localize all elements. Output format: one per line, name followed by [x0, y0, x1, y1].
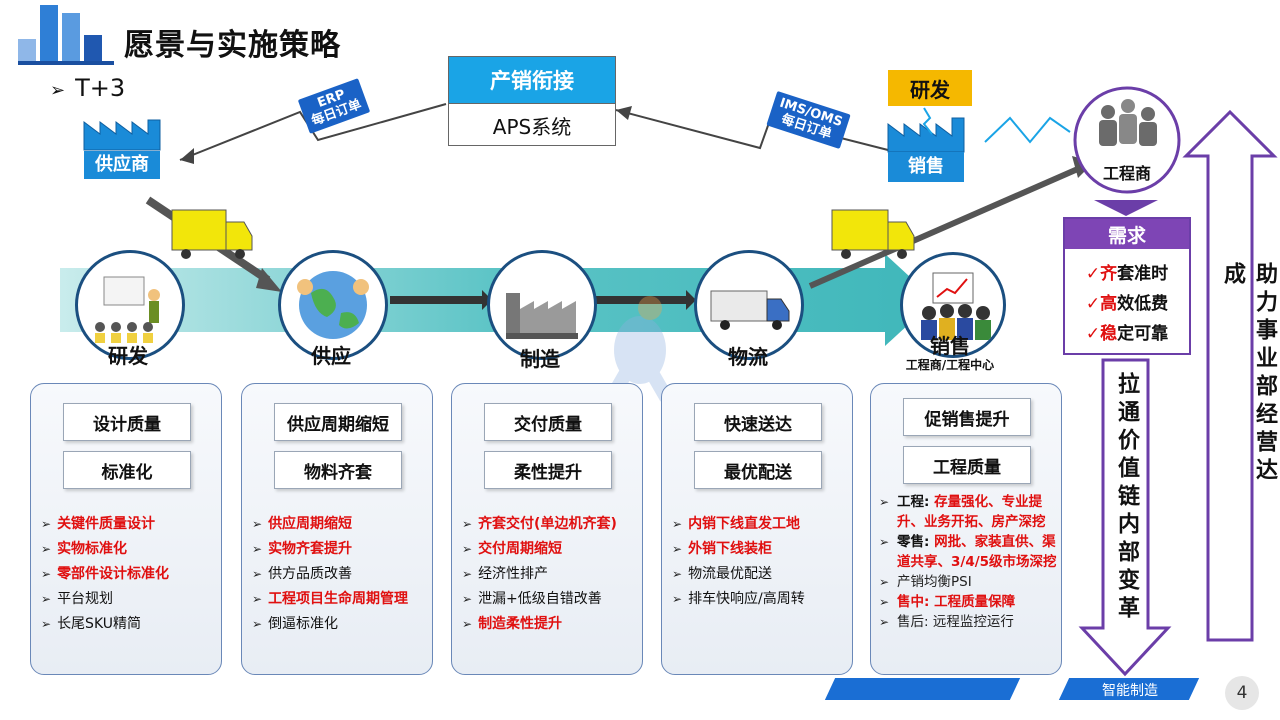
need-title: 需求	[1065, 219, 1189, 249]
aps-box-body: APS系统	[492, 114, 572, 139]
card-pill: 柔性提升	[484, 451, 612, 489]
aps-box-title: 产销衔接	[449, 57, 615, 104]
card-sales: 促销售提升 工程质量 工程: 存量强化、专业提升、业务开拓、房产深挖 零售: 网…	[870, 383, 1062, 675]
card-logistics: 快速送达 最优配送 内销下线直发工地 外销下线装柜 物流最优配送 排车快响应/高…	[661, 383, 853, 675]
engineer-people-icon	[1099, 99, 1157, 146]
card-list: 齐套交付(单边机齐套) 交付周期缩短 经济性排产 泄漏+低级自错改善 制造柔性提…	[462, 512, 638, 637]
need-pointer	[1094, 200, 1158, 216]
card-pill: 最优配送	[694, 451, 822, 489]
supplier-label: 供应商	[84, 151, 160, 179]
list-item: 齐套交付(单边机齐套)	[462, 512, 638, 537]
list-item: 排车快响应/高周转	[672, 587, 848, 612]
sales-factory-label: 销售	[888, 152, 964, 182]
list-item: 实物齐套提升	[252, 537, 428, 562]
list-item: 外销下线装柜	[672, 537, 848, 562]
subtitle: ➢T+3	[50, 74, 126, 102]
need-item: ✓高效低费	[1085, 294, 1169, 314]
list-item: 实物标准化	[41, 537, 217, 562]
list-item: 供方品质改善	[252, 562, 428, 587]
card-list: 关键件质量设计 实物标准化 零部件设计标准化 平台规划 长尾SKU精简	[41, 512, 217, 637]
card-pill: 交付质量	[484, 403, 612, 441]
need-item: ✓稳定可靠	[1085, 324, 1169, 344]
list-item: 产销均衡PSI	[877, 572, 1059, 592]
stage-rnd-icon	[75, 250, 185, 360]
list-item: 泄漏+低级自错改善	[462, 587, 638, 612]
card-rnd: 设计质量 标准化 关键件质量设计 实物标准化 零部件设计标准化 平台规划 长尾S…	[30, 383, 222, 675]
page-number: 4	[1225, 676, 1259, 710]
card-supply: 供应周期缩短 物料齐套 供应周期缩短 实物齐套提升 供方品质改善 工程项目生命周…	[241, 383, 433, 675]
card-pill: 设计质量	[63, 403, 191, 441]
list-item: 经济性排产	[462, 562, 638, 587]
need-item: ✓齐套准时	[1085, 264, 1169, 284]
stage-label-sales: 销售	[930, 334, 970, 358]
need-box: 需求 ✓齐套准时 ✓高效低费 ✓稳定可靠	[1063, 217, 1191, 355]
card-pill: 促销售提升	[903, 398, 1031, 436]
page-title: 愿景与实施策略	[124, 28, 341, 63]
list-item: 工程项目生命周期管理	[252, 587, 428, 612]
stage-label-logistics: 物流	[728, 345, 768, 369]
card-list: 内销下线直发工地 外销下线装柜 物流最优配送 排车快响应/高周转	[672, 512, 848, 612]
aps-box: 产销衔接 APS系统	[448, 56, 616, 146]
list-item: 长尾SKU精简	[41, 612, 217, 637]
stage-sales-icon	[900, 252, 1006, 358]
factory-icon	[887, 107, 965, 153]
check-icon: ✓	[1085, 324, 1101, 344]
list-item: 售中: 工程质量保障	[877, 592, 1059, 612]
list-item: 售后: 远程监控运行	[877, 612, 1059, 632]
card-manufacturing: 交付质量 柔性提升 齐套交付(单边机齐套) 交付周期缩短 经济性排产 泄漏+低级…	[451, 383, 643, 675]
truck-icon	[171, 209, 253, 259]
list-item: 内销下线直发工地	[672, 512, 848, 537]
check-icon: ✓	[1085, 294, 1101, 314]
down-arrow-shape	[1078, 358, 1172, 677]
stage-logistics-icon	[694, 250, 804, 360]
list-item: 物流最优配送	[672, 562, 848, 587]
engineer-wave	[984, 116, 1071, 144]
card-pill: 标准化	[63, 451, 191, 489]
stage-label-supply: 供应	[311, 344, 351, 368]
card-pill: 物料齐套	[274, 451, 402, 489]
card-list: 工程: 存量强化、专业提升、业务开拓、房产深挖 零售: 网批、家装直供、渠道共享…	[877, 492, 1059, 632]
list-item: 平台规划	[41, 587, 217, 612]
logo	[18, 5, 114, 65]
list-item: 零部件设计标准化	[41, 562, 217, 587]
list-item: 交付周期缩短	[462, 537, 638, 562]
bullet-icon: ➢	[50, 80, 66, 101]
stage-label-rnd: 研发	[108, 344, 148, 368]
engineer-label: 工程商	[1102, 164, 1151, 183]
list-item: 供应周期缩短	[252, 512, 428, 537]
footer-label: 智能制造	[1102, 683, 1158, 699]
rnd-label: 研发	[888, 70, 972, 106]
stage-sublabel-sales: 工程商/工程中心	[905, 358, 995, 372]
stage-supply-icon	[278, 250, 388, 360]
factory-icon	[83, 119, 161, 151]
stage-label-manufacturing: 制造	[520, 347, 560, 371]
list-item: 零售: 网批、家装直供、渠道共享、3/4/5级市场深挖	[877, 532, 1059, 572]
stage-manufacturing-icon	[487, 250, 597, 360]
card-pill: 供应周期缩短	[274, 403, 402, 441]
up-arrow-shape	[1182, 109, 1278, 642]
list-item: 关键件质量设计	[41, 512, 217, 537]
truck-icon	[831, 209, 915, 259]
card-list: 供应周期缩短 实物齐套提升 供方品质改善 工程项目生命周期管理 倒逼标准化	[252, 512, 428, 637]
footer-bar	[824, 678, 1021, 700]
list-item: 制造柔性提升	[462, 612, 638, 637]
up-arrow-text: 助力事业部经营达成	[1220, 262, 1277, 486]
list-item: 工程: 存量强化、专业提升、业务开拓、房产深挖	[877, 492, 1059, 532]
check-icon: ✓	[1085, 264, 1101, 284]
down-arrow-text: 拉通价值链内部变革	[1114, 372, 1139, 624]
card-pill: 快速送达	[694, 403, 822, 441]
card-pill: 工程质量	[903, 446, 1031, 484]
engineer-arrow	[808, 165, 1082, 289]
list-item: 倒逼标准化	[252, 612, 428, 637]
